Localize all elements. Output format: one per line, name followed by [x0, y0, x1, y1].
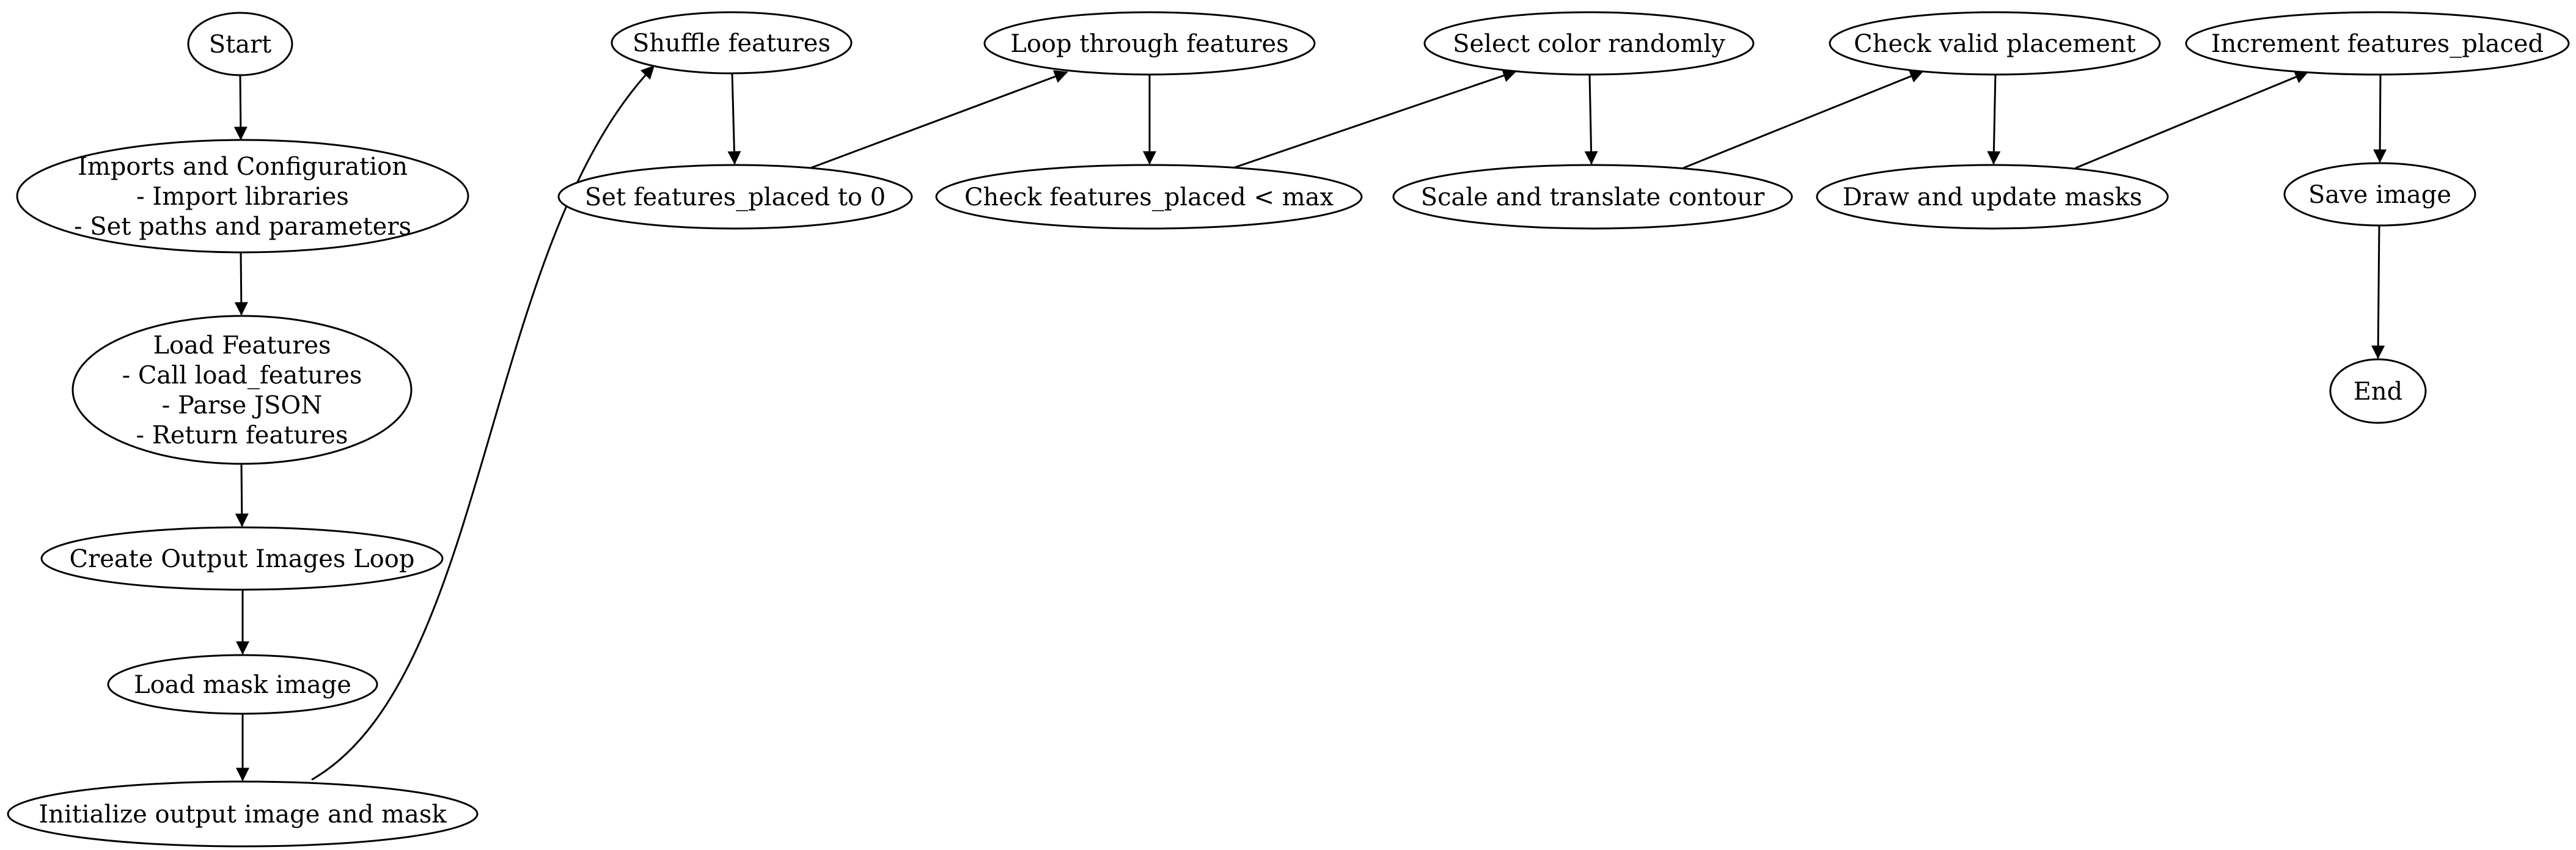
node-shape [72, 315, 413, 465]
node-shape [187, 12, 293, 76]
node-load_features: Load Features- Call load_features- Parse… [72, 315, 413, 465]
node-check_valid_placement: Check valid placement [1829, 11, 2161, 76]
edge-check_features_placed_max-to-select_color_randomly [1234, 69, 1517, 169]
edge-start-to-imports_and_configuration [233, 75, 248, 141]
node-shape [935, 164, 1363, 230]
node-shuffle_features: Shuffle features [611, 11, 853, 75]
node-set_features_placed_to_0: Set features_placed to 0 [557, 164, 913, 230]
node-shape [107, 654, 378, 715]
edge-initialize_output_image_and_mask-to-shuffle_features [311, 65, 655, 781]
node-label: - Return features [136, 422, 348, 450]
node-imports_and_configuration: Imports and Configuration- Import librar… [16, 139, 469, 254]
edge-select_color_randomly-to-scale_and_translate_contour [1584, 74, 1598, 165]
node-shape [2185, 11, 2570, 76]
node-shape [557, 164, 913, 230]
node-draw_and_update_masks: Draw and update masks [1816, 164, 2169, 230]
node-shape [611, 11, 853, 75]
edge-save_image-to-end [2371, 225, 2385, 359]
node-select_color_randomly: Select color randomly [1423, 11, 1755, 76]
node-initialize_output_image_and_mask: Initialize output image and mask [7, 780, 479, 848]
node-shape [1829, 11, 2161, 76]
node-label: Check features_placed < max [964, 183, 1334, 211]
node-label: Load Features [153, 332, 331, 360]
node-label: Increment features_placed [2211, 30, 2544, 58]
node-label: - Set paths and parameters [74, 213, 411, 241]
node-shape [1816, 164, 2169, 230]
node-label: Set features_placed to 0 [585, 183, 886, 211]
node-shape [1423, 11, 1755, 76]
node-label: Loop through features [1010, 30, 1288, 58]
node-label: Save image [2308, 181, 2451, 209]
node-create_output_images_loop: Create Output Images Loop [40, 526, 444, 591]
edge-scale_and_translate_contour-to-check_valid_placement [1682, 70, 1924, 169]
node-label: End [2354, 378, 2403, 406]
node-start: Start [187, 12, 293, 76]
node-shape [40, 526, 444, 591]
node-label: Create Output Images Loop [70, 545, 415, 573]
node-scale_and_translate_contour: Scale and translate contour [1392, 164, 1793, 230]
node-label: Draw and update masks [1843, 183, 2142, 211]
node-shape [983, 11, 1316, 76]
edge-shuffle_features-to-set_features_placed_to_0 [727, 73, 741, 165]
node-label: Initialize output image and mask [39, 801, 447, 829]
node-label: Select color randomly [1453, 30, 1725, 58]
node-label: - Parse JSON [162, 392, 322, 420]
edge-check_valid_placement-to-draw_and_update_masks [1987, 74, 2001, 165]
node-check_features_placed_max: Check features_placed < max [935, 164, 1363, 230]
node-load_mask_image: Load mask image [107, 654, 378, 715]
node-label: Imports and Configuration [78, 153, 408, 181]
node-shape [16, 139, 469, 254]
node-label: - Import libraries [136, 183, 349, 211]
node-label: Shuffle features [633, 29, 831, 57]
edge-load_features-to-create_output_images_loop [235, 463, 249, 527]
node-label: Start [209, 31, 272, 59]
edge-set_features_placed_to_0-to-loop_through_features [810, 70, 1068, 169]
node-shape [7, 780, 479, 848]
node-end: End [2329, 358, 2427, 424]
node-label: Scale and translate contour [1421, 183, 1765, 211]
node-label: Load mask image [134, 671, 351, 699]
node-label: Check valid placement [1854, 30, 2136, 58]
node-loop_through_features: Loop through features [983, 11, 1316, 76]
node-shape [2283, 162, 2476, 227]
node-label: - Call load_features [122, 362, 362, 390]
edge-draw_and_update_masks-to-increment_features_placed [2075, 70, 2309, 169]
node-shape [2329, 358, 2427, 424]
node-save_image: Save image [2283, 162, 2476, 227]
node-shape [1392, 164, 1793, 230]
node-increment_features_placed: Increment features_placed [2185, 11, 2570, 76]
